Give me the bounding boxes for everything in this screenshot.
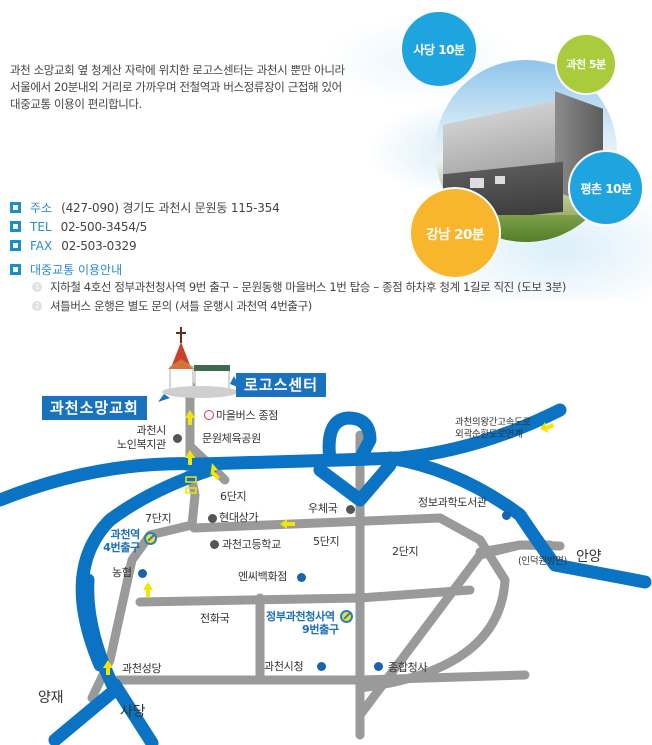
sadang-label: 사당 (120, 704, 146, 720)
nc-dept-marker (297, 573, 306, 582)
bus-terminal-label: 마을버스 종점 (216, 409, 279, 422)
yangjae-label: 양재 (38, 690, 64, 706)
anyang-direction-label: (인덕원방면) (518, 556, 568, 567)
complex-5-label: 5단지 (313, 535, 340, 548)
highschool-marker (210, 540, 219, 549)
fax-value: 02-503-0329 (61, 238, 137, 253)
tel-row: TEL 02-500-3454/5 (10, 217, 280, 236)
subway-icon (340, 610, 353, 623)
map-roads (0, 327, 652, 745)
fax-row: FAX 02-503-0329 (10, 236, 280, 255)
senior-center-marker (173, 434, 182, 443)
intro-line: 과천 소망교회 옆 청계산 자락에 위치한 로고스센터는 과천시 뿐만 아니라 (10, 63, 345, 77)
step-text: 지하철 4호선 정부과천청사역 9번 출구 – 문원동행 마을버스 1번 탑승 … (50, 279, 566, 294)
address-row: 주소 (427-090) 경기도 과천시 문원동 115-354 (10, 198, 280, 217)
travel-time-pyeongchon: 평촌 10분 (568, 150, 644, 226)
telecom-label: 전화국 (200, 612, 230, 625)
building-window (495, 176, 505, 184)
contact-info: 주소 (427-090) 경기도 과천시 문원동 115-354 TEL 02-… (10, 198, 280, 279)
logos-center-tag: 로고스센터 (236, 373, 327, 397)
bus-stop-icon (204, 410, 214, 420)
senior-center-label-2: 노인복지관 (116, 438, 166, 451)
travel-time-gangnam: 강남 20분 (409, 187, 501, 279)
transit-steps: 1 지하철 4호선 정부과천청사역 9번 출구 – 문원동행 마을버스 1번 탑… (32, 277, 566, 315)
direction-arrows (103, 410, 554, 675)
complex-6-label: 6단지 (220, 490, 247, 503)
nonghyup-label: 농협 (112, 566, 132, 579)
expressway-label-1: 과천의왕간고속도로 (455, 417, 531, 428)
senior-center-label-1: 과천시 (136, 424, 167, 437)
nonghyup-marker (138, 569, 147, 578)
gwacheon-station-label-2: 4번출구 (103, 541, 140, 554)
intro-line: 서울에서 20분내외 거리로 가까우며 전철역과 버스정류장이 근접해 있어 (10, 80, 342, 94)
complex-7-label: 7단지 (145, 512, 172, 525)
city-hall-label: 과천시청 (264, 660, 304, 673)
gov-station-label-1: 정부과천청사역 (266, 610, 335, 623)
transit-heading: 대중교통 이용안내 (30, 263, 123, 277)
sports-park-label: 문원체육공원 (202, 432, 261, 445)
travel-time-sadang: 사당 10분 (400, 10, 478, 88)
square-bullet-icon (10, 221, 21, 232)
square-bullet-icon (10, 202, 21, 213)
church-tag: 과천소망교회 (42, 396, 147, 420)
post-office-marker (346, 505, 355, 514)
library-marker (502, 511, 511, 520)
square-bullet-icon (10, 240, 21, 251)
highschool-label: 과천고등학교 (222, 538, 281, 551)
location-map: 과천소망교회 로고스센터 마을버스 종점 과천시 노인복지관 문원체육공원 과천… (0, 320, 652, 745)
expressway-label-2: 외곽순환도로연계 (455, 429, 523, 440)
gov-complex-marker (374, 662, 383, 671)
highways (0, 403, 652, 745)
gwacheon-station-label-1: 과천역 (110, 528, 141, 541)
church-illustration (162, 327, 238, 398)
square-bullet-icon (10, 264, 21, 275)
nc-dept-label: 엔씨백화점 (238, 570, 288, 583)
anyang-label: 안양 (576, 549, 602, 565)
hyundai-marker (208, 514, 217, 523)
library-label: 정보과학도서관 (418, 496, 487, 509)
hyundai-label: 현대상가 (219, 511, 259, 524)
fax-label: FAX (30, 238, 53, 253)
gov-station-label-2: 9번출구 (302, 623, 339, 636)
transit-step: 2 셔틀버스 운행은 별도 문의 (셔틀 운행시 과천역 4번출구) (32, 296, 566, 315)
intro-line: 대중교통 이용이 편리합니다. (10, 97, 142, 111)
tel-value: 02-500-3454/5 (60, 219, 148, 234)
transit-step: 1 지하철 4호선 정부과천청사역 9번 출구 – 문원동행 마을버스 1번 탑… (32, 277, 566, 296)
address-value: (427-090) 경기도 과천시 문원동 115-354 (61, 201, 280, 215)
address-label: 주소 (30, 201, 53, 215)
post-office-label: 우체국 (308, 502, 338, 515)
gov-complex-label: 종합청사 (388, 661, 428, 674)
intro-text: 과천 소망교회 옆 청계산 자락에 위치한 로고스센터는 과천시 뿐만 아니라 … (10, 62, 410, 113)
tel-label: TEL (30, 219, 52, 234)
city-hall-marker (317, 662, 326, 671)
step-number-icon: 1 (32, 281, 42, 292)
cathedral-label: 과천성당 (122, 662, 162, 675)
subway-icon (144, 532, 157, 545)
transit-heading-row: 대중교통 이용안내 (10, 260, 280, 279)
complex-2-label: 2단지 (392, 545, 419, 558)
step-text: 셔틀버스 운행은 별도 문의 (셔틀 운행시 과천역 4번출구) (50, 298, 312, 313)
step-number-icon: 2 (32, 300, 42, 311)
building-window (470, 178, 484, 188)
travel-time-gwacheon: 과천 5분 (555, 33, 617, 95)
